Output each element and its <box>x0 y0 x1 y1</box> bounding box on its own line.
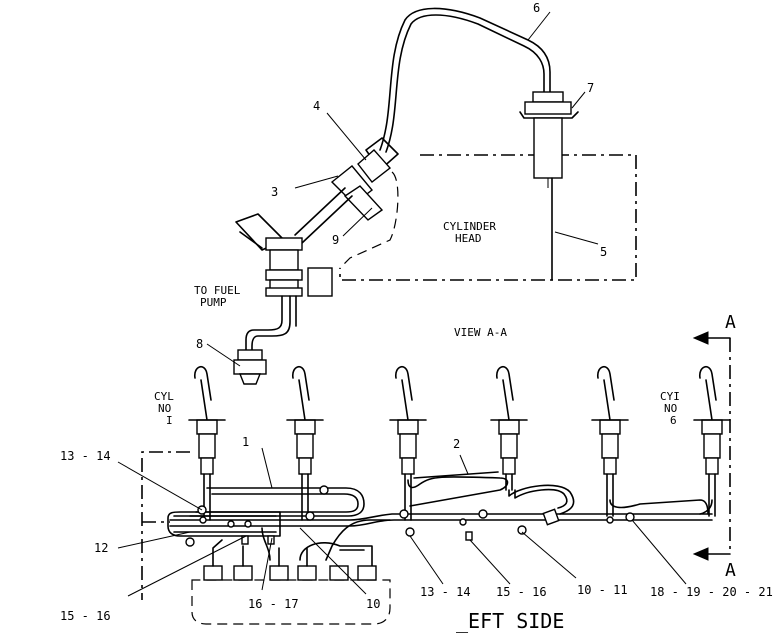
callout-8: 8 <box>196 337 203 351</box>
label-head: HEAD <box>455 232 482 245</box>
callout-10-11: 10 - 11 <box>577 583 628 597</box>
label-cyl-right: CYI <box>660 390 680 403</box>
label-to-fuel: TO FUEL <box>194 284 241 297</box>
label-section-a-bottom: A <box>725 560 736 581</box>
diagram-labels: CYLINDER HEAD TO FUEL PUMP VIEW A-A CYL … <box>154 220 736 633</box>
callout-10: 10 <box>366 597 380 611</box>
injector-cyl-3 <box>389 366 427 521</box>
pump-fitting-stack <box>235 213 333 351</box>
callout-12: 12 <box>94 541 108 555</box>
leader-lines <box>117 11 687 597</box>
injector-cyl-6 <box>693 366 731 517</box>
callout-15-16-left: 15 - 16 <box>60 609 111 623</box>
callout-13-14-bottom: 13 - 14 <box>420 585 471 599</box>
injector-cyl-5 <box>591 366 629 517</box>
callout-numbers: 6 7 4 3 9 5 8 1 2 13 - 14 12 15 - 16 16 … <box>60 1 773 623</box>
label-section-a-top: A <box>725 312 736 333</box>
callout-4: 4 <box>313 99 320 113</box>
label-view-a-a: VIEW A-A <box>454 326 507 339</box>
injector-cyl-4 <box>490 366 528 491</box>
label-cyl-left: CYL <box>154 390 174 403</box>
label-pump: PUMP <box>200 296 227 309</box>
leakoff-main-rail <box>169 484 713 527</box>
callout-7: 7 <box>587 81 594 95</box>
return-line <box>261 519 391 567</box>
label-cylinder: CYLINDER <box>443 220 496 233</box>
fuel-fitting-3-4 <box>294 137 399 244</box>
cylinder-head-outline <box>339 154 637 281</box>
injector-cyl-2 <box>286 366 324 521</box>
callout-5: 5 <box>600 245 607 259</box>
nozzle-holder-7 <box>519 91 579 281</box>
leakoff-tube-1 <box>189 487 365 517</box>
injectors <box>188 366 731 521</box>
callout-13-14-top: 13 - 14 <box>60 449 111 463</box>
label-num-left: I <box>166 414 173 427</box>
fuel-pump-lower <box>191 539 391 625</box>
fitting-8 <box>233 349 267 385</box>
callout-9: 9 <box>332 233 339 247</box>
leakoff-tube-2 <box>407 471 509 507</box>
callout-16-17: 16 - 17 <box>248 597 299 611</box>
label-no-left: NO <box>158 402 171 415</box>
callout-15-16-mid: 15 - 16 <box>496 585 547 599</box>
callout-6: 6 <box>533 1 540 15</box>
injector-cyl-1 <box>188 366 226 521</box>
callout-1: 1 <box>242 435 249 449</box>
callout-18-21: 18 - 19 - 20 - 21 <box>650 585 773 599</box>
label-left-side: _EFT SIDE <box>456 609 564 633</box>
label-no-right: NO <box>664 402 677 415</box>
callout-2: 2 <box>453 437 460 451</box>
clip-bar <box>167 511 281 545</box>
label-num-right: 6 <box>670 414 677 427</box>
section-marker-a <box>692 331 731 561</box>
engine-outline <box>141 451 190 600</box>
fuel-line-6 <box>379 7 551 153</box>
bolts <box>185 485 635 547</box>
callout-3: 3 <box>271 185 278 199</box>
